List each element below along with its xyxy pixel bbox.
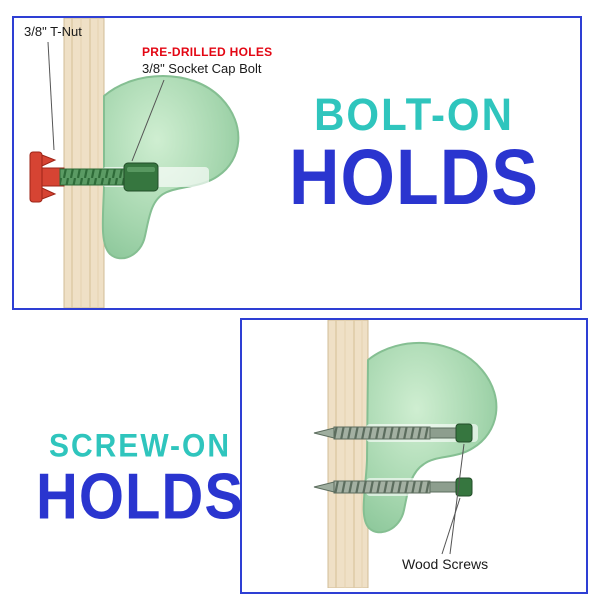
tnut-leader-line [47,41,55,151]
screw-on-title-line1: SCREW-ON [48,428,232,465]
wood-screw-top [313,423,473,443]
predrilled-label: PRE-DRILLED HOLES [142,45,273,59]
capbolt-label: 3/8" Socket Cap Bolt [142,61,262,76]
capbolt-leader-line [131,79,165,162]
screw-on-panel: Wood Screws [240,318,588,594]
screw-on-title: SCREW-ON HOLDS [34,428,246,529]
screw-leader-line-bottom [441,497,461,555]
bolt-on-title-line1: BOLT-ON [314,89,514,140]
tnut [29,151,65,203]
bolt-on-panel: 3/8" T-Nut PRE-DRILLED HOLES 3/8" Socket… [12,16,582,310]
wood-screws-label: Wood Screws [402,556,489,572]
wood-plank [327,320,369,588]
bolt-on-title-line2: HOLDS [289,133,539,221]
wood-plank [63,18,105,308]
bolt-on-diagram [29,18,240,308]
bolt-on-title: BOLT-ON HOLDS [258,89,570,216]
bolt-on-hold [101,75,240,260]
tnut-label: 3/8" T-Nut [24,24,82,39]
screw-on-diagram [313,320,498,588]
wood-screw-bottom [313,477,473,497]
socket-cap-bolt [59,162,159,192]
screw-leader-line-top [449,443,465,555]
screw-on-title-line2: HOLDS [36,460,244,533]
